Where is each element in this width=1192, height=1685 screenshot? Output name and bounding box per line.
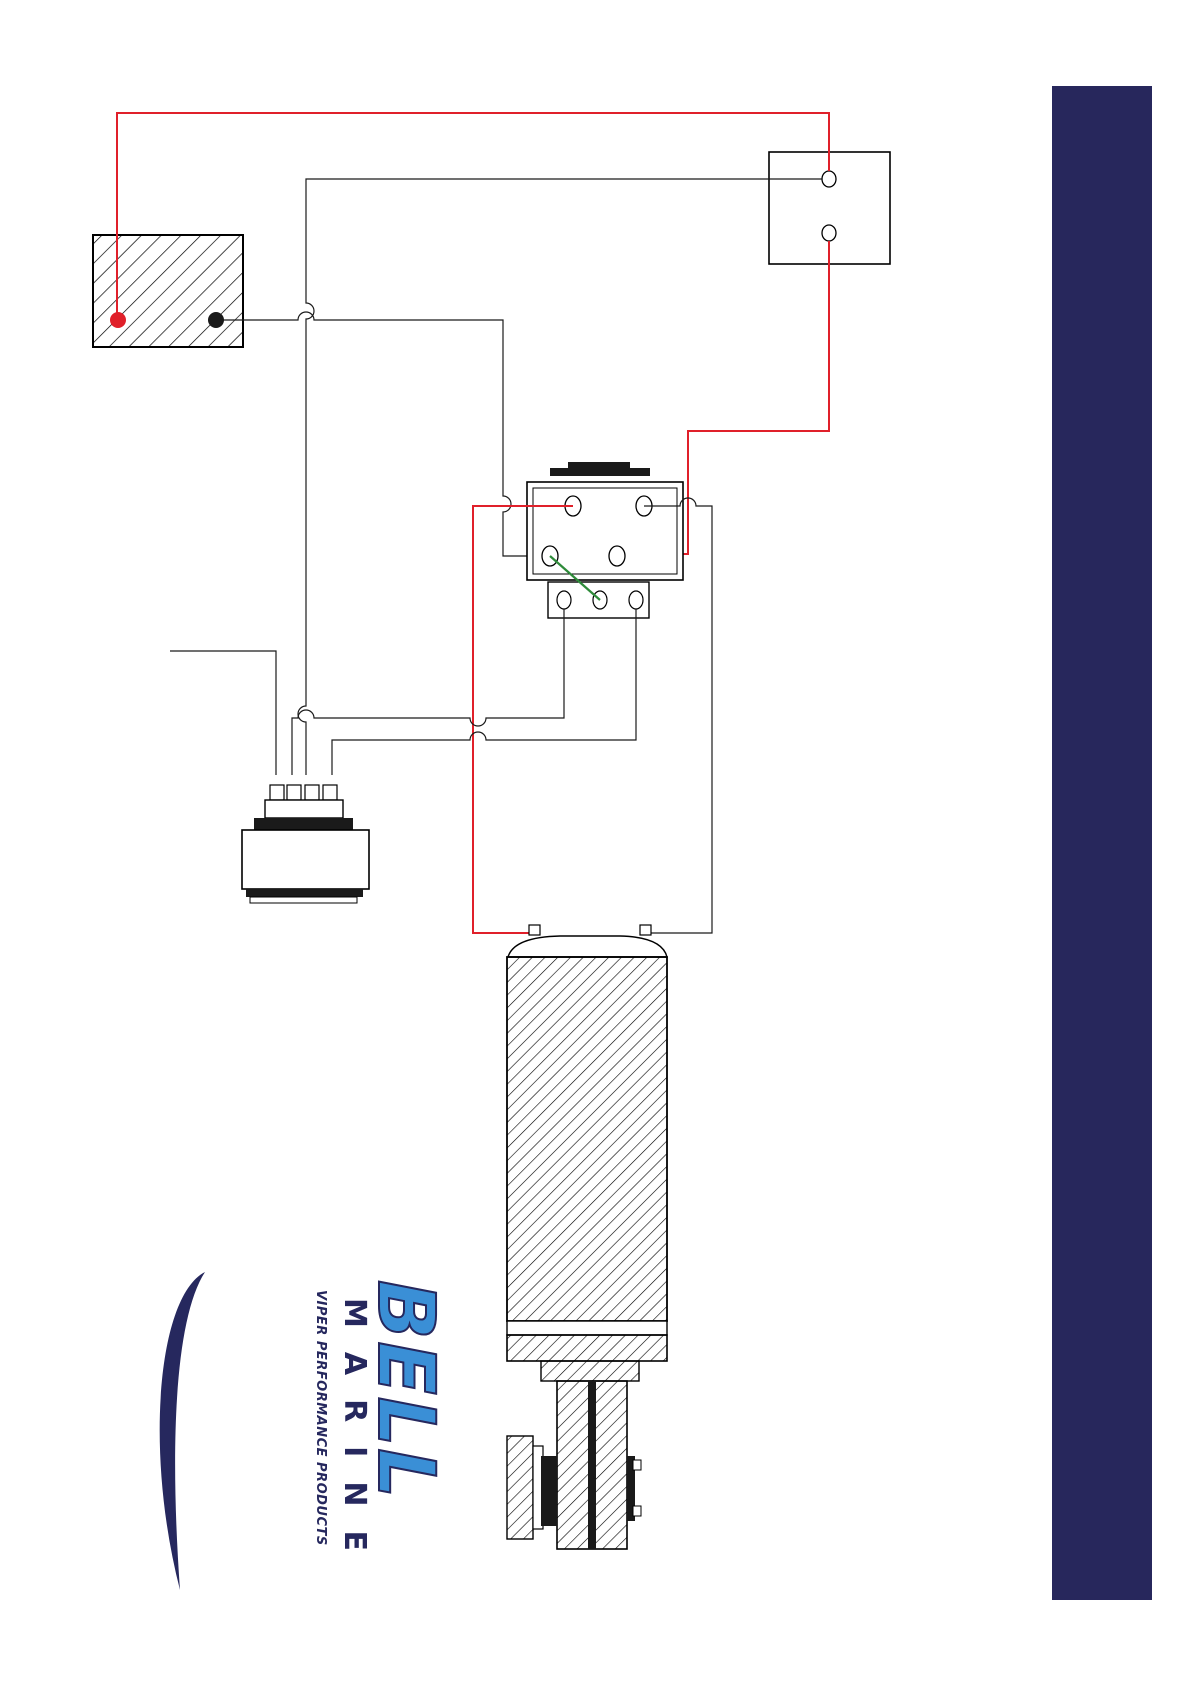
ground-wire-switch — [298, 179, 822, 775]
control-wire-2 — [332, 609, 636, 775]
logo-swoosh — [160, 1272, 205, 1590]
bell-marine-logo: BELL MARINE VIPER PERFORMANCE PRODUCTS — [150, 1260, 310, 1600]
logo-tagline: VIPER PERFORMANCE PRODUCTS — [313, 1290, 328, 1546]
lead-wire — [170, 651, 276, 775]
switch-box-terminal-1 — [822, 171, 836, 187]
logo-word: BELL — [360, 1280, 450, 1500]
negative-wire-battery — [216, 312, 533, 556]
logo-sub: MARINE — [337, 1298, 372, 1575]
solenoid — [527, 462, 683, 618]
control-wire-1 — [292, 609, 564, 775]
motor-negative-post — [640, 925, 651, 935]
solenoid-terminal-d — [609, 546, 625, 566]
rocker-switch — [242, 785, 369, 903]
switch-box-terminal-2 — [822, 225, 836, 241]
motor — [507, 925, 667, 1549]
battery — [93, 235, 243, 347]
motor-positive-post — [529, 925, 540, 935]
